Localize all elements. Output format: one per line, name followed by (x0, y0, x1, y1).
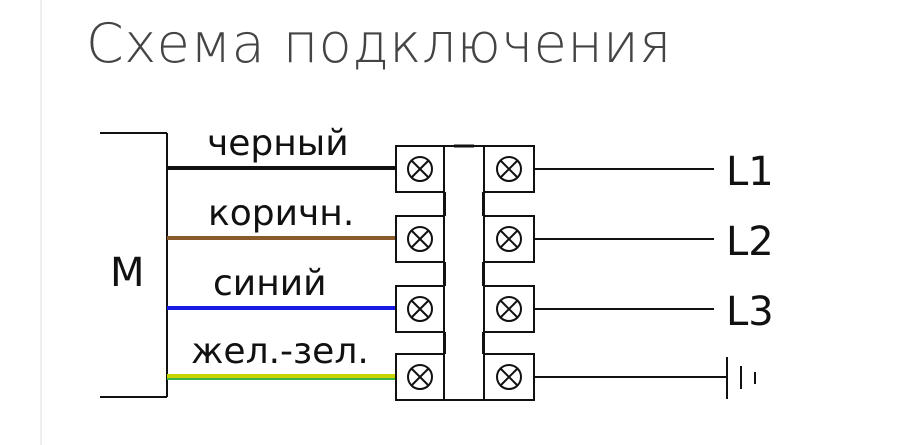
output-label-l3: L3 (726, 289, 774, 335)
terminal-block (395, 145, 535, 401)
wire-label-blue: синий (213, 263, 327, 304)
terminal-screw-icon (496, 364, 522, 390)
wire-label-brown: коричн. (208, 193, 354, 234)
terminal-screw-icon (407, 156, 433, 182)
page-title: Схема подключения (86, 12, 672, 75)
motor-label: M (110, 250, 145, 296)
terminal-screw-icon (496, 226, 522, 252)
terminal-screw-icon (496, 156, 522, 182)
wire-label-yellow-green: жел.-зел. (191, 331, 369, 372)
terminal-screw-icon (407, 226, 433, 252)
output-label-l1: L1 (726, 149, 774, 195)
content-left-border (40, 0, 42, 445)
wire-label-black: черный (207, 123, 349, 164)
motor-bracket (100, 132, 168, 398)
terminal-screw-icon (496, 296, 522, 322)
terminal-screws (407, 156, 522, 390)
output-lines (534, 168, 726, 378)
ground-symbol-icon (726, 357, 756, 399)
terminal-screw-icon (407, 296, 433, 322)
terminal-screw-icon (407, 364, 433, 390)
output-label-l2: L2 (726, 219, 774, 265)
